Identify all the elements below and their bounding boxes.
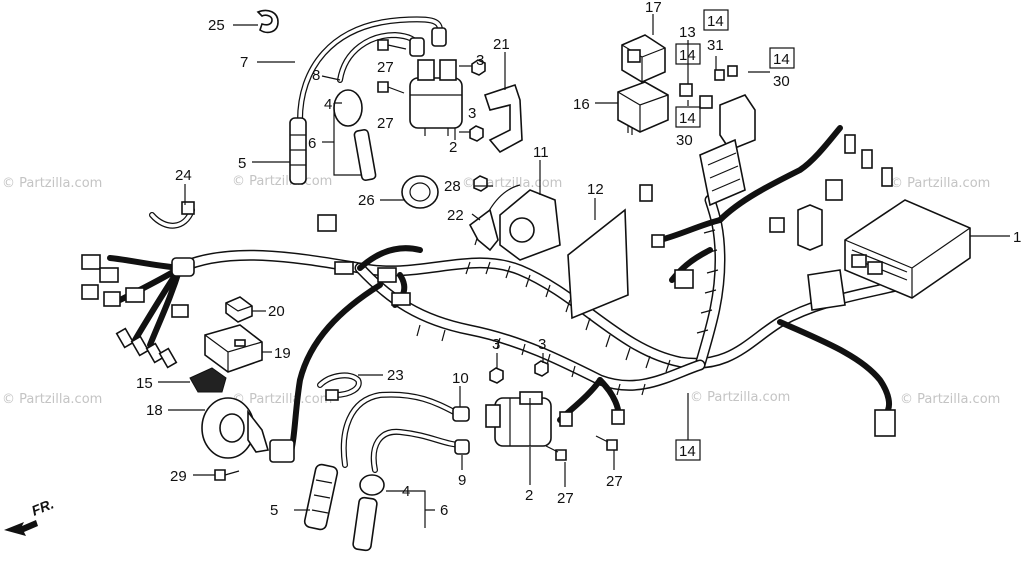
callout-29: 29 [170, 468, 187, 485]
insulator-sheet[interactable] [567, 208, 629, 320]
callout-19: 19 [274, 345, 291, 362]
callout-27: 27 [606, 473, 623, 490]
callout-15: 15 [136, 375, 153, 392]
callout-3: 3 [538, 336, 546, 353]
callout-14: 14 [679, 47, 696, 64]
watermark: © Partzilla.com [900, 392, 1001, 407]
callout-27: 27 [377, 59, 394, 76]
bolt-27[interactable] [377, 39, 618, 461]
ignition-coil-top[interactable] [409, 59, 463, 136]
connector-cluster-right[interactable] [269, 134, 896, 463]
callout-27: 27 [557, 490, 574, 507]
watermark: © Partzilla.com [232, 174, 333, 189]
callout-2: 2 [525, 487, 533, 504]
fuses[interactable] [679, 65, 738, 109]
callout-20: 20 [268, 303, 285, 320]
relay-16[interactable] [617, 81, 669, 135]
callout-11: 11 [533, 144, 549, 161]
callout-7: 7 [240, 54, 248, 71]
nut-28[interactable] [473, 175, 488, 192]
grommet-26[interactable] [401, 175, 439, 209]
ecu-unit[interactable] [844, 199, 971, 299]
watermark: © Partzilla.com [2, 392, 103, 407]
boxed-label-frames [675, 9, 795, 461]
clip-25[interactable] [256, 9, 279, 34]
fuse-box[interactable] [699, 94, 756, 207]
callout-28: 28 [444, 178, 461, 195]
callout-3: 3 [476, 52, 484, 69]
watermark: © Partzilla.com [232, 392, 333, 407]
watermark: © Partzilla.com [690, 390, 791, 405]
callout-8: 8 [312, 67, 320, 84]
callout-3: 3 [468, 105, 476, 122]
ignition-coil-bottom[interactable] [485, 391, 552, 447]
callout-16: 16 [573, 96, 590, 113]
clamp-22[interactable] [468, 208, 499, 252]
horn[interactable] [201, 397, 270, 459]
sensor-assembly[interactable] [474, 184, 561, 261]
callout-14: 14 [679, 443, 696, 460]
callout-10: 10 [452, 370, 469, 387]
bracket-21[interactable] [483, 83, 523, 154]
callout-14: 14 [707, 13, 724, 30]
callout-numbers: 25 7 8 4 6 5 27 27 3 3 2 21 11 28 26 22 … [136, 0, 1021, 519]
control-module-19[interactable] [204, 324, 263, 373]
clip-24[interactable] [149, 201, 195, 229]
nut-3[interactable] [469, 59, 549, 384]
watermark: © Partzilla.com [890, 176, 991, 191]
connector-cluster-left[interactable] [81, 254, 195, 369]
watermark: © Partzilla.com [2, 176, 103, 191]
callout-30: 30 [773, 73, 790, 90]
callout-12: 12 [587, 181, 604, 198]
callout-31: 31 [707, 37, 724, 54]
callout-4: 4 [402, 483, 410, 500]
callout-21: 21 [493, 36, 510, 53]
bolt-29[interactable] [214, 469, 240, 481]
front-direction-arrow: FR. [4, 495, 56, 536]
callout-18: 18 [146, 402, 163, 419]
connector-20[interactable] [225, 296, 253, 323]
switch-15[interactable] [189, 367, 227, 393]
front-direction-label: FR. [29, 495, 56, 518]
callout-9: 9 [458, 472, 466, 489]
callout-27: 27 [377, 115, 394, 132]
callout-22: 22 [447, 207, 464, 224]
relay-17[interactable] [621, 34, 666, 83]
callout-5: 5 [238, 155, 246, 172]
callout-2: 2 [449, 139, 457, 156]
callout-13: 13 [679, 24, 696, 41]
callout-17: 17 [645, 0, 662, 16]
callout-6: 6 [308, 135, 316, 152]
callout-24: 24 [175, 167, 192, 184]
spark-plug-cap-bottom[interactable] [303, 391, 470, 552]
callout-25: 25 [208, 17, 225, 34]
sub-wire-23[interactable] [317, 372, 362, 401]
callout-26: 26 [358, 192, 375, 209]
callout-23: 23 [387, 367, 404, 384]
callout-1: 1 [1013, 229, 1021, 246]
callout-14: 14 [679, 110, 696, 127]
callout-5: 5 [270, 502, 278, 519]
leader-lines [158, 14, 1010, 528]
callout-4: 4 [324, 96, 332, 113]
callout-14: 14 [773, 51, 790, 68]
callout-30: 30 [676, 132, 693, 149]
callout-3: 3 [492, 336, 500, 353]
spark-plug-cap-top[interactable] [289, 16, 447, 185]
callout-6: 6 [440, 502, 448, 519]
